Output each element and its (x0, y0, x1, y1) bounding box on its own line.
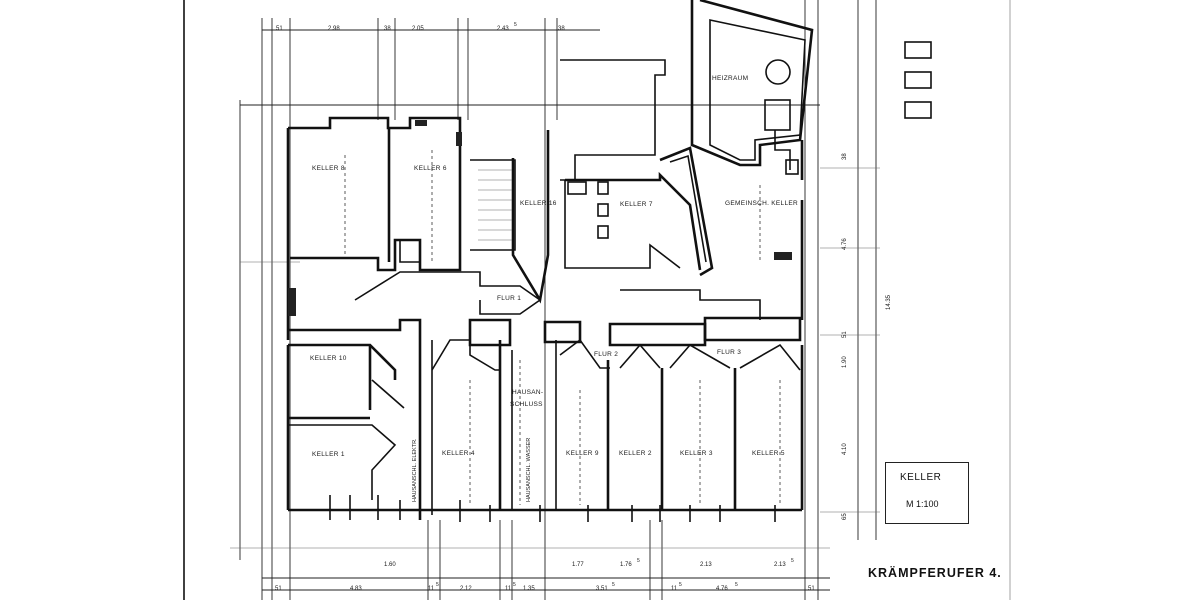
dim-lower-4: 2.13 (774, 562, 786, 568)
room-flur-1: FLUR 1 (497, 295, 521, 302)
walls (286, 0, 814, 522)
dim-bottom-7: 11 (671, 586, 678, 592)
vent-markers (288, 120, 792, 316)
room-keller-8: KELLER 8 (312, 165, 345, 172)
dim-top-4-sup: 5 (514, 22, 517, 28)
dim-bottom-4: 11 (505, 586, 512, 592)
dim-bottom-6-sup: 5 (612, 582, 615, 588)
dim-top-2: 38 (384, 26, 391, 32)
legend-scale: M 1:100 (906, 499, 939, 509)
dim-bottom-2-sup: 5 (436, 582, 439, 588)
dim-bottom-4-sup: 5 (513, 582, 516, 588)
dim-bottom-7-sup: 5 (679, 582, 682, 588)
room-keller-3: KELLER 3 (680, 450, 713, 457)
dim-bottom-2: 11 (428, 586, 435, 592)
room-hausanschl-elektr: HAUSANSCHL. ELEKTR. (412, 438, 418, 502)
legend-title: KELLER (900, 472, 942, 483)
dim-bottom-9: 51 (808, 586, 815, 592)
dim-right-4: 1.90 (842, 356, 848, 368)
room-hausanschluss-line1: HAUSAN- (512, 389, 543, 396)
room-keller-9: KELLER 9 (566, 450, 599, 457)
dim-lower-0: 1.60 (384, 562, 396, 568)
top-dimensions: 51 2.98 38 2.05 2.43 5 38 (276, 22, 565, 32)
room-keller-2: KELLER 2 (619, 450, 652, 457)
room-keller-5: KELLER 5 (752, 450, 785, 457)
dim-right-0: 38 (842, 153, 848, 160)
legend-squares (904, 41, 932, 119)
dim-lower-4-sup: 5 (791, 558, 794, 564)
dim-right-3: 51 (842, 331, 848, 338)
dim-bottom-1: 4.83 (350, 586, 362, 592)
dim-right-1: 4.76 (842, 238, 848, 250)
dashed-lines (344, 150, 781, 505)
dim-top-5: 38 (558, 26, 565, 32)
room-hausanschluss-line2: SCHLUSS (510, 401, 543, 408)
dim-lower-2-sup: 5 (637, 558, 640, 564)
dim-lower-3: 2.13 (700, 562, 712, 568)
bottom-dimensions: 51 4.83 11 5 2.12 11 5 1.35 3.51 5 11 5 … (275, 582, 815, 592)
dim-right-5: 4.10 (842, 443, 848, 455)
dim-top-0: 51 (276, 26, 283, 32)
dim-right-6: 65 (842, 513, 848, 520)
room-flur-2: FLUR 2 (594, 351, 618, 358)
room-keller-7: KELLER 7 (620, 201, 653, 208)
dim-lower-2: 1.76 (620, 562, 632, 568)
dim-top-1: 2.98 (328, 26, 340, 32)
dim-top-3: 2.05 (412, 26, 424, 32)
dim-bottom-0: 51 (275, 586, 282, 592)
address-title: KRÄMPFERUFER 4. (868, 566, 1002, 580)
room-keller-6: KELLER 6 (414, 165, 447, 172)
dim-bottom-8-sup: 5 (735, 582, 738, 588)
dim-bottom-5: 1.35 (523, 586, 535, 592)
room-labels: KELLER 8 KELLER 6 KELLER 16 KELLER 7 HEI… (310, 75, 798, 502)
dim-bottom-8: 4.76 (716, 586, 728, 592)
room-flur-3: FLUR 3 (717, 349, 741, 356)
dim-bottom-6: 3.51 (596, 586, 608, 592)
dim-right-2: 14.35 (886, 294, 892, 310)
room-heizraum: HEIZRAUM (712, 75, 748, 82)
dim-bottom-3: 2.12 (460, 586, 472, 592)
sheet-edges (183, 0, 1011, 600)
room-hausanschl-wasser: HAUSANSCHL. WASSER (526, 438, 532, 502)
room-keller-4: KELLER 4 (442, 450, 475, 457)
right-dimensions: 38 4.76 14.35 51 1.90 4.10 65 (842, 153, 892, 520)
dim-lower-1: 1.77 (572, 562, 584, 568)
legend-box: KELLER M 1:100 (885, 462, 969, 524)
room-gemeinsch-keller: GEMEINSCH. KELLER (725, 200, 798, 207)
room-keller-1: KELLER 1 (312, 451, 345, 458)
room-keller-10: KELLER 10 (310, 355, 347, 362)
dim-top-4: 2.43 (497, 26, 509, 32)
room-keller-16: KELLER 16 (520, 200, 557, 207)
lower-dimensions: 1.60 1.77 1.76 5 2.13 2.13 5 (384, 558, 794, 568)
